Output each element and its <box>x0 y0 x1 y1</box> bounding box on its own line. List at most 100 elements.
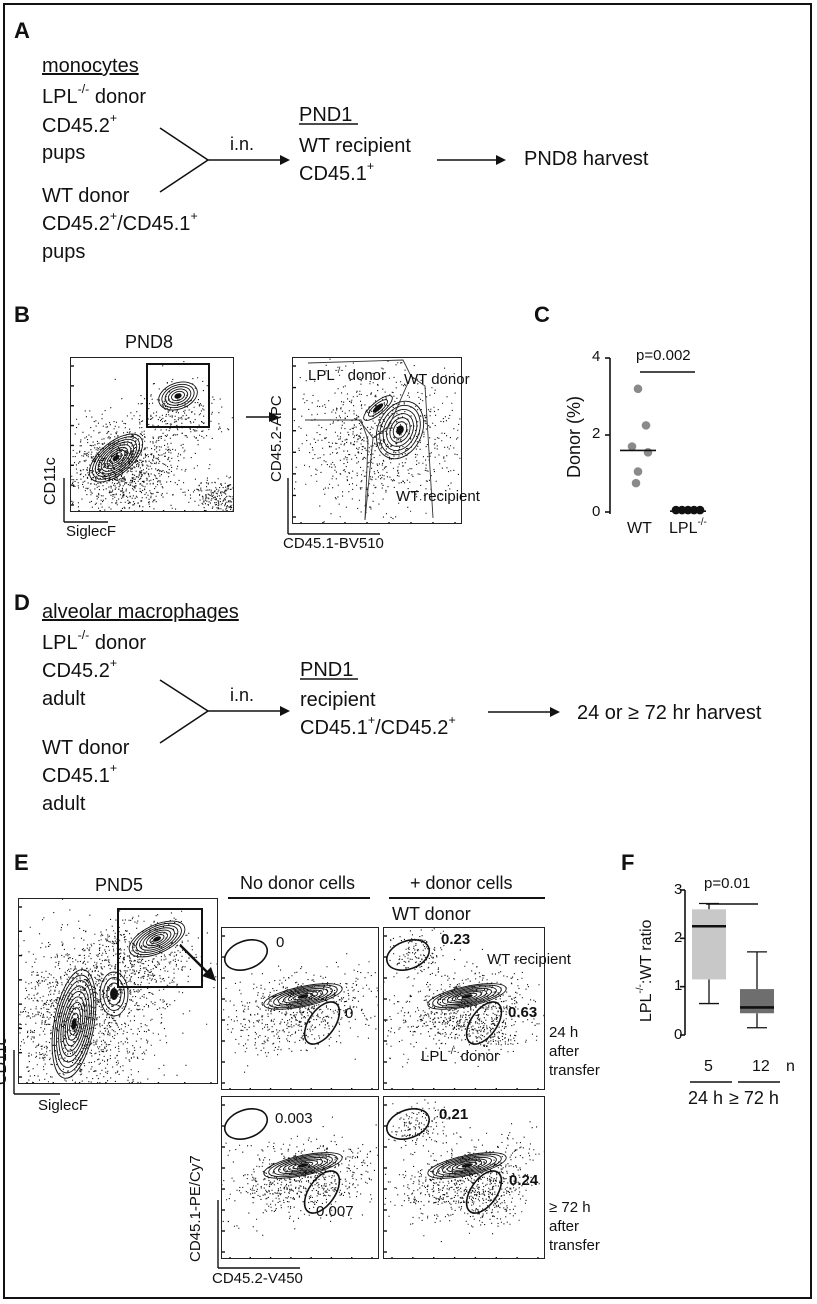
panel-e-gating-gate <box>117 908 203 988</box>
panel-e-ylabel: CD45.1-PE/Cy7 <box>187 1155 204 1262</box>
panel-a-donor1-line3: pups <box>42 142 86 164</box>
data-point <box>683 505 693 515</box>
panel-c-xtick-wt: WT <box>627 520 652 537</box>
data-point <box>633 384 643 394</box>
panel-e-label: E <box>14 850 29 875</box>
gate-ellipse <box>303 1170 341 1214</box>
density-contour <box>363 395 393 421</box>
panel-c-xtick-lpl: LPL-/- <box>669 517 707 537</box>
density-contour <box>297 994 309 999</box>
gate-ellipse <box>303 1001 341 1045</box>
density-contour <box>146 931 168 947</box>
panel-d-donor1-line2: CD45.2+ <box>42 656 118 682</box>
density-contour <box>128 920 186 958</box>
event-dots <box>182 468 233 511</box>
density-contour <box>97 441 135 475</box>
density-contour <box>273 986 333 1007</box>
density-contour <box>456 1161 478 1170</box>
panel-f-ytick-3: 3 <box>674 881 683 898</box>
gate-ellipse <box>465 1001 503 1045</box>
figure-frame <box>3 3 812 1299</box>
panel-e-r2-nodonor-lower: 0.007 <box>316 1203 354 1220</box>
density-contour <box>451 1160 483 1171</box>
density-contour <box>135 925 179 953</box>
panel-e-wt-donor: WT donor <box>392 904 471 924</box>
data-point <box>677 505 687 515</box>
event-dots <box>19 899 204 1083</box>
panel-d-donor1-line3: adult <box>42 688 86 710</box>
panel-b-gate-wtrecipient: WT recipient <box>396 488 480 505</box>
panel-a-donor1-line2: CD45.2+ <box>42 111 118 137</box>
panel-d-recipient-line1: recipient <box>300 689 376 711</box>
panel-a-donor2-line1: WT donor <box>42 185 130 207</box>
panel-b-plot2-xlabel: CD45.1-BV510 <box>283 535 384 552</box>
density-contour <box>456 992 478 1001</box>
gate-ellipse <box>385 1108 431 1140</box>
event-dots <box>384 928 461 992</box>
panel-d-recipient-title: PND1 <box>300 659 354 681</box>
panel-c-ytick-4: 4 <box>592 348 601 365</box>
density-contour <box>278 1156 328 1174</box>
panel-f-label: F <box>621 850 635 875</box>
panel-c-label: C <box>534 302 550 327</box>
data-point <box>627 442 637 451</box>
density-contour <box>132 922 182 956</box>
density-contour <box>263 983 343 1010</box>
gate-line <box>364 425 390 521</box>
panel-c-ytick-0: 0 <box>592 503 601 520</box>
panel-f-ytick-0: 0 <box>674 1026 683 1043</box>
density-contour <box>58 985 90 1063</box>
density-contour <box>106 982 122 1006</box>
density-contour <box>442 1156 492 1174</box>
event-dots <box>71 378 232 511</box>
panel-e-r1-nodonor-lower: 0 <box>345 1005 354 1022</box>
event-dots <box>384 1121 544 1243</box>
panel-d-arrows <box>159 678 560 744</box>
density-contour <box>389 417 411 443</box>
density-contour <box>88 433 144 483</box>
panel-a-label: A <box>14 18 30 43</box>
density-contour <box>268 984 338 1009</box>
panel-e-r2-donor-upper: 0.21 <box>439 1106 469 1123</box>
data-point <box>695 505 705 515</box>
panel-f-group1: 24 h <box>688 1088 724 1108</box>
panel-a-route: i.n. <box>230 134 255 154</box>
density-contour <box>292 992 314 1001</box>
event-dots <box>388 1097 450 1156</box>
panel-d-label: D <box>14 590 30 615</box>
panel-e-lpl-donor: LPL-/- donor <box>421 1045 500 1065</box>
density-contour <box>427 1152 507 1179</box>
panel-f-n-label: n <box>786 1058 795 1075</box>
density-contour <box>112 454 120 462</box>
density-contour <box>109 452 123 464</box>
box <box>740 989 774 1014</box>
density-contour <box>287 1160 319 1171</box>
density-contour <box>461 1163 473 1168</box>
gate-ellipse <box>465 1170 503 1214</box>
panel-e-r2-nodonor <box>221 1096 379 1259</box>
density-contour <box>268 1153 338 1178</box>
density-contour <box>164 386 192 406</box>
density-contour <box>51 969 97 1079</box>
panel-e-r1-donor-lower: 0.63 <box>508 1004 538 1021</box>
density-contour <box>451 991 483 1002</box>
density-contour <box>69 1012 79 1036</box>
panel-f-n1: 5 <box>704 1058 713 1075</box>
panel-c-chart <box>605 357 706 515</box>
gate-line <box>305 419 369 521</box>
event-dots <box>62 910 217 1030</box>
density-contour <box>442 987 492 1005</box>
panel-e-r2-donor-lower: 0.24 <box>509 1172 539 1189</box>
panel-d-group-title: alveolar macrophages <box>42 601 239 623</box>
panel-e-col2-header: + donor cells <box>410 873 513 893</box>
panel-d-donor1-line1: LPL-/- donor <box>42 628 147 654</box>
density-contour <box>142 929 172 949</box>
panel-b-plot1-title: PND8 <box>125 332 174 352</box>
density-contour <box>94 438 138 478</box>
panel-a-recipient-title: PND1 <box>299 104 353 126</box>
panel-e-wt-recipient: WT recipient <box>487 951 571 968</box>
density-contour <box>71 1018 77 1030</box>
panel-e-r2-nodonor-upper: 0.003 <box>275 1110 313 1127</box>
